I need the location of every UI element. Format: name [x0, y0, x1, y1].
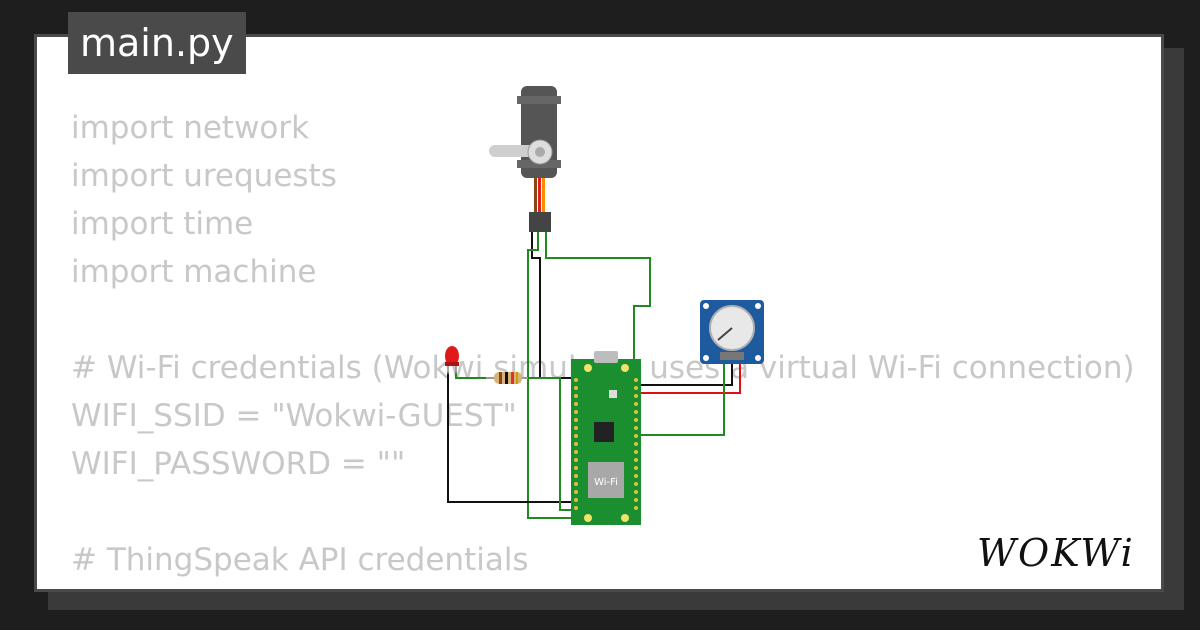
code-line: import machine: [71, 254, 317, 290]
red-led[interactable]: [445, 346, 459, 374]
potentiometer[interactable]: [700, 300, 764, 364]
wire-pot-red: [632, 360, 741, 394]
code-line: import network: [71, 110, 310, 146]
code-line: import time: [71, 206, 254, 242]
pico-w-board[interactable]: Wi-Fi: [571, 351, 641, 525]
servo-motor[interactable]: [489, 86, 561, 232]
wire-pot-green: [634, 360, 725, 436]
wire-resistor-pico: [524, 377, 578, 511]
wire-led-resistor: [455, 372, 490, 379]
filename-tab: main.py: [68, 12, 246, 74]
wokwi-logo-text: WOKWi: [977, 531, 1135, 575]
pin-header-left: [574, 378, 578, 510]
board-wifi-label: Wi-Fi: [594, 477, 618, 488]
wire-servo-vcc: [527, 232, 578, 519]
wire-pot-black: [632, 360, 733, 386]
resistor[interactable]: [486, 372, 528, 384]
code-line: import urequests: [71, 158, 337, 194]
wokwi-logo: WOKWi: [977, 531, 1135, 575]
preview-card: import network import urequests import tim…: [34, 34, 1164, 592]
wire-servo-gnd: [531, 232, 592, 379]
code-line: WIFI_PASSWORD = "": [71, 446, 406, 482]
code-line: # ThingSpeak API credentials: [71, 542, 529, 578]
wire-servo-signal: [545, 232, 651, 372]
pin-header-right: [634, 378, 638, 510]
wire-led-gnd: [447, 372, 582, 503]
code-line: WIFI_SSID = "Wokwi-GUEST": [71, 398, 517, 434]
code-preview: import network import urequests import tim…: [71, 104, 1135, 589]
